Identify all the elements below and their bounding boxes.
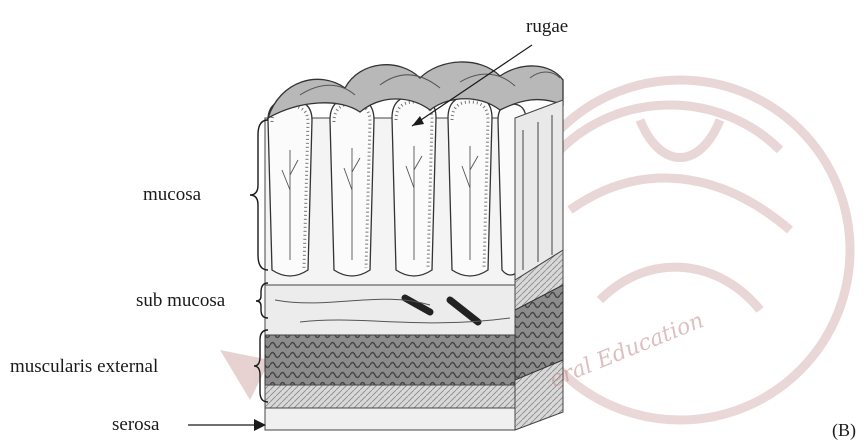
mucosa-label: mucosa xyxy=(143,184,201,206)
rugae-label: rugae xyxy=(526,16,568,38)
corner-text: (B) xyxy=(832,420,856,441)
muscularis-external-label: muscularis external xyxy=(10,356,158,378)
submucosa-layer xyxy=(265,285,515,335)
serosa-layer xyxy=(265,408,515,430)
serosa-label: serosa xyxy=(112,414,159,436)
sub-mucosa-label: sub mucosa xyxy=(136,290,225,312)
